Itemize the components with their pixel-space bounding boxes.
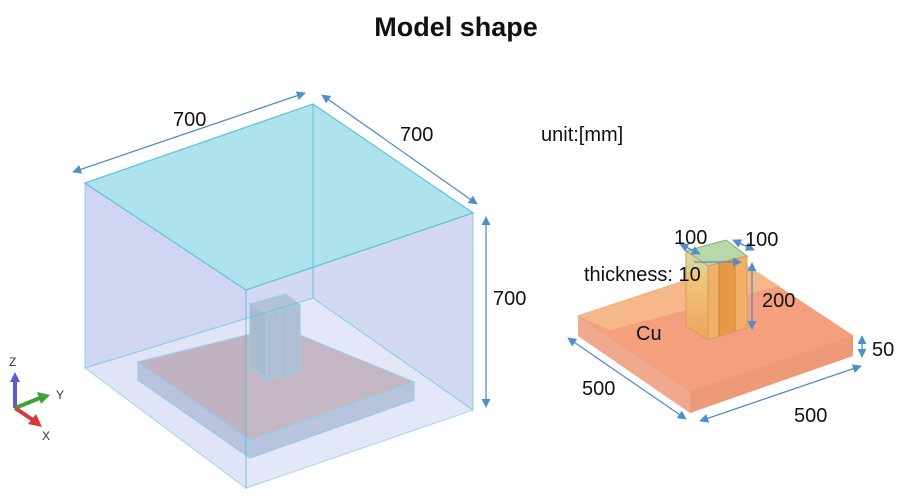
axis-triad: Z Y X [9,355,64,443]
page-title: Model shape [374,12,538,42]
plate-depth-dimension-line [699,364,862,423]
column-width-dimension-line [679,243,701,255]
column-width-label: 100 [674,227,707,249]
column-depth-dimension-line [732,239,755,251]
plate-depth-label: 500 [794,405,827,427]
x-axis-arrow [28,414,42,427]
depth-label: 700 [400,124,433,146]
material-label: Cu [636,323,662,345]
y-axis-arrow [37,392,50,404]
plate-thickness-label: 50 [872,339,894,361]
column-height-label: 200 [762,290,795,312]
width-label: 700 [173,109,206,131]
cu-model: Cu 100 100 thickness: 10 200 50 500 500 [567,227,894,427]
height-label: 700 [493,288,526,310]
y-axis-label: Y [56,388,64,402]
air-box-model: 700 700 700 [72,91,526,490]
cu-column [684,239,749,341]
thickness-label: thickness: 10 [584,264,701,286]
z-axis-arrow [10,372,20,382]
plate-width-label: 500 [582,378,615,400]
plate-width-dimension-line [567,337,687,420]
column-depth-label: 100 [745,229,778,251]
x-axis-label: X [42,429,50,443]
depth-dimension-line [321,94,478,205]
unit-label: unit:[mm] [541,124,624,146]
width-dimension-line [72,91,306,174]
z-axis-label: Z [9,355,16,369]
